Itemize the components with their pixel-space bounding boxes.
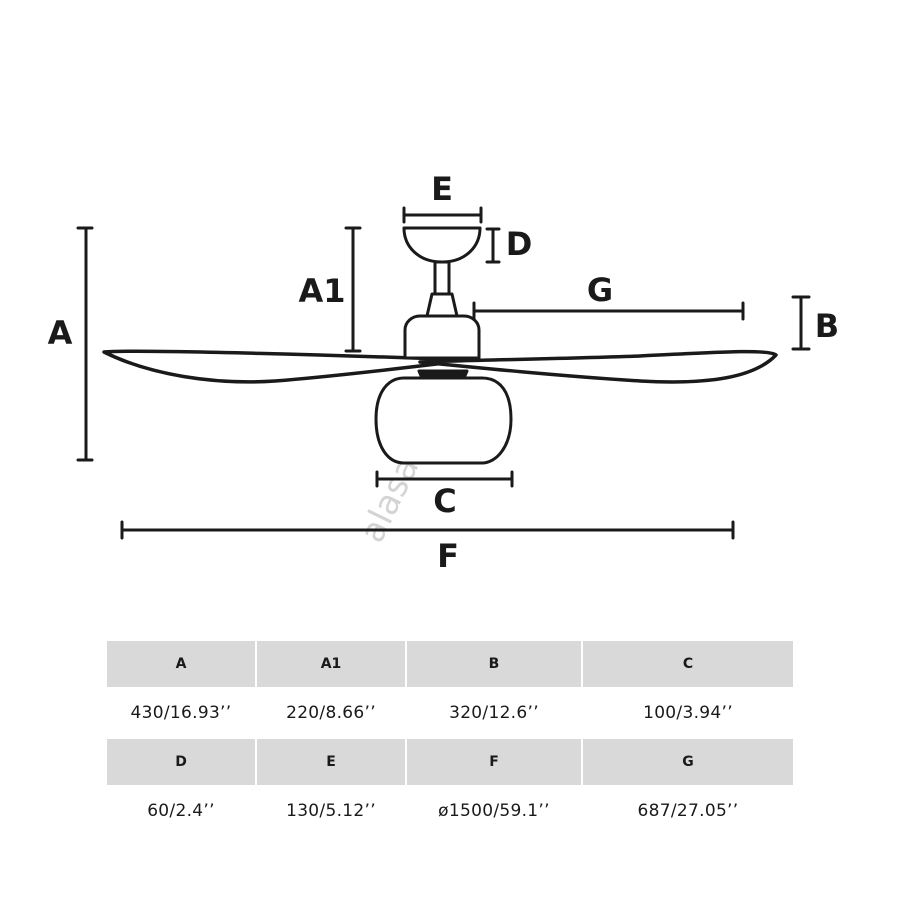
- value-cell-A1: 220/8.66’’: [286, 703, 376, 723]
- label-A1: A1: [298, 272, 345, 310]
- header-cell-G: G: [583, 739, 793, 785]
- label-C: C: [433, 482, 456, 520]
- dimension-line-E: [402, 206, 483, 224]
- dimensions-table: A A1 B C 430/16.93’’ 220/8.66’’ 320/12.6…: [107, 641, 793, 837]
- value-cell-B: 320/12.6’’: [449, 703, 539, 723]
- header-cell-C: C: [583, 641, 793, 687]
- header-cell-A1: A1: [257, 641, 405, 687]
- label-E: E: [431, 170, 453, 208]
- label-A: A: [48, 314, 73, 352]
- downrod-coupling: [425, 292, 459, 318]
- value-cell-F: ø1500/59.1’’: [438, 801, 550, 821]
- dimension-line-C: [375, 470, 514, 488]
- dimension-line-A1: [344, 226, 362, 353]
- fan-blade-left: [102, 349, 472, 384]
- value-cell-G: 687/27.05’’: [637, 801, 739, 821]
- dimension-line-B: [791, 295, 811, 351]
- label-F: F: [437, 537, 459, 575]
- label-D: D: [506, 225, 533, 263]
- downrod: [433, 260, 451, 296]
- label-G: G: [587, 271, 613, 309]
- ceiling-canopy: [402, 226, 482, 264]
- light-globe: [374, 376, 513, 465]
- header-cell-E: E: [257, 739, 405, 785]
- header-cell-F: F: [407, 739, 581, 785]
- motor-housing: [403, 314, 481, 360]
- dimension-line-A: [76, 226, 94, 462]
- fan-blade-right: [418, 349, 778, 384]
- value-cell-A: 430/16.93’’: [130, 703, 232, 723]
- header-cell-B: B: [407, 641, 581, 687]
- dimension-line-G: [472, 301, 745, 321]
- header-cell-D: D: [107, 739, 255, 785]
- label-B: B: [815, 307, 839, 345]
- value-cell-C: 100/3.94’’: [643, 703, 733, 723]
- value-cell-E: 130/5.12’’: [286, 801, 376, 821]
- dimension-line-F: [120, 520, 735, 540]
- header-cell-A: A: [107, 641, 255, 687]
- value-cell-D: 60/2.4’’: [147, 801, 215, 821]
- dimension-line-D: [485, 227, 501, 264]
- fan-dimension-diagram: alasans.rs: [48, 170, 840, 575]
